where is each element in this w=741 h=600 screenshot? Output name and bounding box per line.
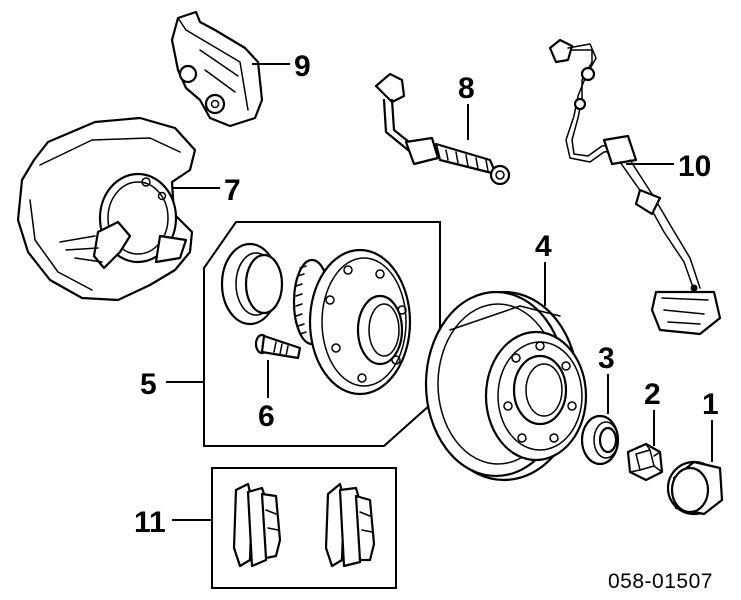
- callout-6: 6: [258, 400, 275, 433]
- callout-3: 3: [598, 342, 615, 375]
- brake-pads-frame: [211, 467, 397, 589]
- diagram-code: 058-01507: [608, 570, 713, 593]
- brake-hose-icon: [374, 72, 511, 186]
- hub-assembly-frame: [203, 221, 441, 447]
- callout-10: 10: [678, 150, 711, 183]
- outer-bearing-icon: [580, 414, 620, 466]
- brake-caliper-icon: [170, 10, 264, 128]
- brake-pads-icon: [232, 482, 376, 568]
- callout-4: 4: [535, 230, 552, 263]
- wheel-hub-icon: [292, 248, 412, 396]
- wheel-stud-icon: [254, 333, 302, 360]
- wire-harness-icon: [548, 38, 722, 336]
- brake-disc-icon: [424, 290, 588, 482]
- oil-seal-icon: [220, 242, 284, 326]
- callout-2: 2: [644, 378, 661, 411]
- spindle-nut-icon: [626, 442, 664, 482]
- callout-9: 9: [294, 50, 311, 83]
- callout-11: 11: [134, 506, 166, 539]
- hub-cap-icon: [666, 460, 724, 516]
- splash-shield-icon: [16, 116, 197, 302]
- callout-7: 7: [224, 174, 241, 207]
- callout-1: 1: [702, 388, 719, 421]
- callout-5: 5: [140, 368, 157, 401]
- callout-8: 8: [458, 72, 475, 105]
